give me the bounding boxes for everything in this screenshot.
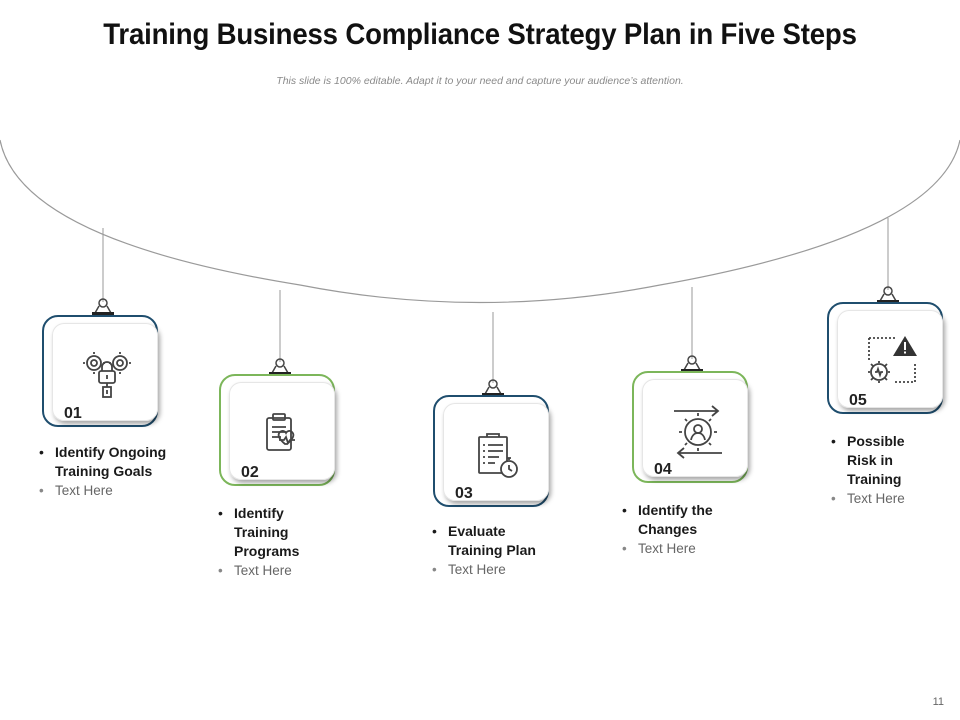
step-number: 04 [654, 461, 672, 478]
step-desc-05: Possible Risk in Training Text Here [829, 432, 949, 508]
step-number: 02 [241, 464, 259, 481]
step-text: Text Here [37, 481, 207, 500]
step-text: Text Here [430, 560, 590, 579]
clipboard-heartbeat-icon [266, 413, 295, 451]
step-card-inner: 04 [642, 379, 748, 478]
gear-person-arrows-icon [674, 405, 722, 459]
step-card-04: 04 [632, 371, 748, 483]
step-desc-02: Identify Training Programs Text Here [216, 504, 356, 580]
step-text: Text Here [829, 489, 949, 508]
step-text: Text Here [216, 561, 356, 580]
step-desc-04: Identify the Changes Text Here [620, 501, 780, 558]
step-title: Identify Ongoing Training Goals [37, 443, 207, 481]
step-title: Evaluate Training Plan [430, 522, 590, 560]
slide-title: Training Business Compliance Strategy Pl… [103, 18, 857, 51]
step-card-01: 01 [42, 315, 158, 427]
gears-lock-icon [83, 352, 131, 398]
step-title: Possible Risk in Training [829, 432, 949, 489]
step-title: Identify Training Programs [216, 504, 356, 561]
checklist-stopwatch-icon [478, 433, 518, 478]
step-card-02: 02 [219, 374, 335, 486]
step-title: Identify the Changes [620, 501, 780, 539]
step-desc-03: Evaluate Training Plan Text Here [430, 522, 590, 579]
gear-warning-icon [868, 336, 917, 383]
slide-subtitle: This slide is 100% editable. Adapt it to… [276, 75, 684, 87]
step-card-inner: 02 [229, 382, 335, 481]
step-desc-01: Identify Ongoing Training Goals Text Her… [37, 443, 207, 500]
step-text: Text Here [620, 539, 780, 558]
step-card-03: 03 [433, 395, 549, 507]
step-card-inner: 01 [52, 323, 158, 422]
step-card-inner: 03 [443, 403, 549, 502]
step-card-05: 05 [827, 302, 943, 414]
page-number: 11 [932, 696, 944, 708]
step-number: 01 [64, 405, 82, 422]
arc-wire [0, 139, 960, 304]
step-number: 05 [849, 392, 867, 409]
step-card-inner: 05 [837, 310, 943, 409]
step-number: 03 [455, 485, 473, 502]
